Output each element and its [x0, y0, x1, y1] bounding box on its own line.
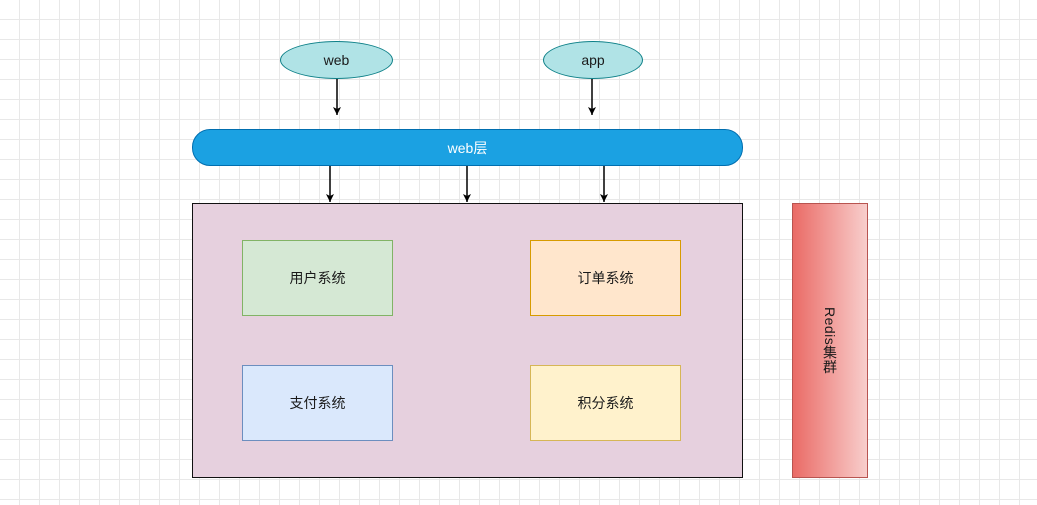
user-system-label: 用户系统	[289, 270, 346, 286]
order-system-node[interactable]: 订单系统	[530, 240, 681, 316]
web-client-node[interactable]: web	[280, 41, 393, 79]
redis-cluster-node[interactable]: Redis集群	[792, 203, 868, 478]
app-client-label: app	[581, 52, 605, 68]
payment-system-label: 支付系统	[289, 395, 346, 411]
points-system-node[interactable]: 积分系统	[530, 365, 681, 441]
web-layer-label: web层	[447, 139, 488, 156]
web-layer-node[interactable]: web层	[192, 129, 743, 166]
points-system-label: 积分系统	[577, 395, 634, 411]
payment-system-node[interactable]: 支付系统	[242, 365, 393, 441]
web-client-label: web	[323, 52, 350, 68]
order-system-label: 订单系统	[577, 270, 634, 286]
redis-cluster-label: Redis集群	[822, 306, 838, 375]
app-client-node[interactable]: app	[543, 41, 643, 79]
user-system-node[interactable]: 用户系统	[242, 240, 393, 316]
